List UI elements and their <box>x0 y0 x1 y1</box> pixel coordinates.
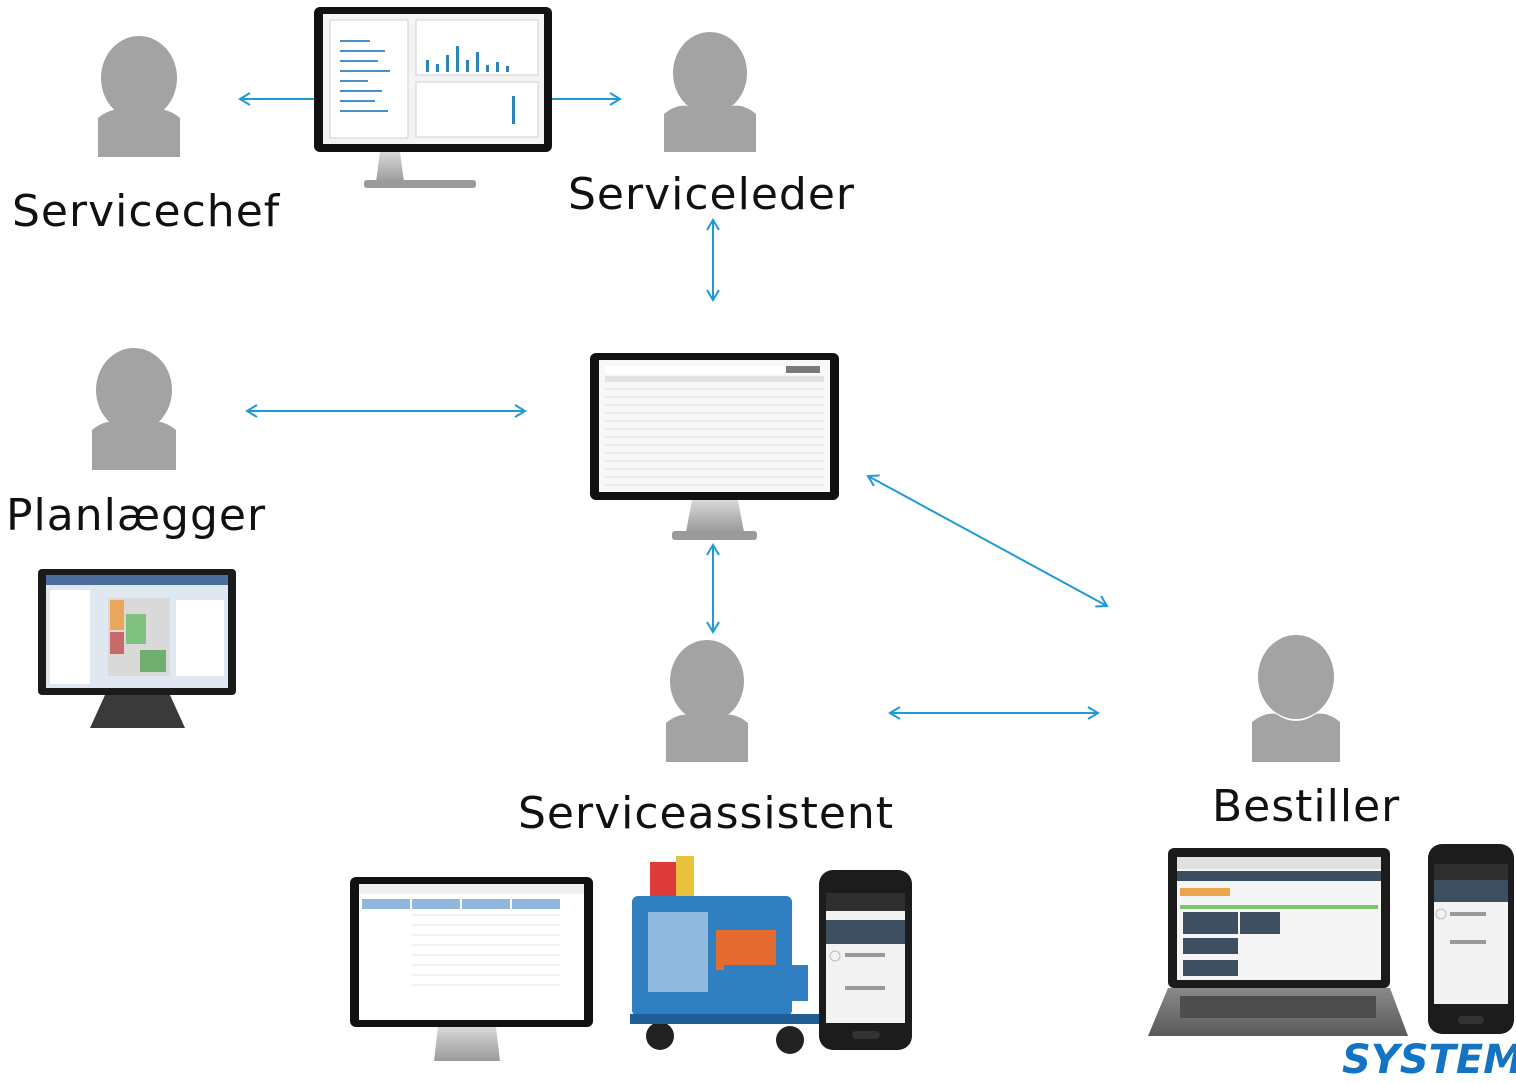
center-monitor <box>590 353 839 540</box>
person-icon-serviceassistent <box>666 640 748 762</box>
cleaning-trolley <box>630 856 820 1054</box>
label-serviceleder: Serviceleder <box>568 169 855 220</box>
label-planlaegger: Planlægger <box>6 490 267 541</box>
dashboard-monitor <box>314 7 552 188</box>
person-icon-planlaegger <box>92 348 176 470</box>
diagram-canvas <box>38 7 1514 1061</box>
person-icon-bestiller <box>1252 635 1340 762</box>
label-servicechef: Servicechef <box>12 186 281 237</box>
assistant-monitor <box>350 877 593 1061</box>
person-icon-servicechef <box>98 36 180 157</box>
phone-bottom <box>819 870 912 1050</box>
label-bestiller: Bestiller <box>1212 781 1401 832</box>
phone-right <box>1428 844 1514 1034</box>
brand-logo: SYSTEM <box>1342 1037 1516 1083</box>
arrow-center-bestiller <box>866 474 1109 608</box>
person-icon-serviceleder <box>664 32 756 152</box>
laptop <box>1148 848 1408 1036</box>
label-serviceassistent: Serviceassistent <box>518 788 895 839</box>
planner-monitor <box>38 569 236 728</box>
